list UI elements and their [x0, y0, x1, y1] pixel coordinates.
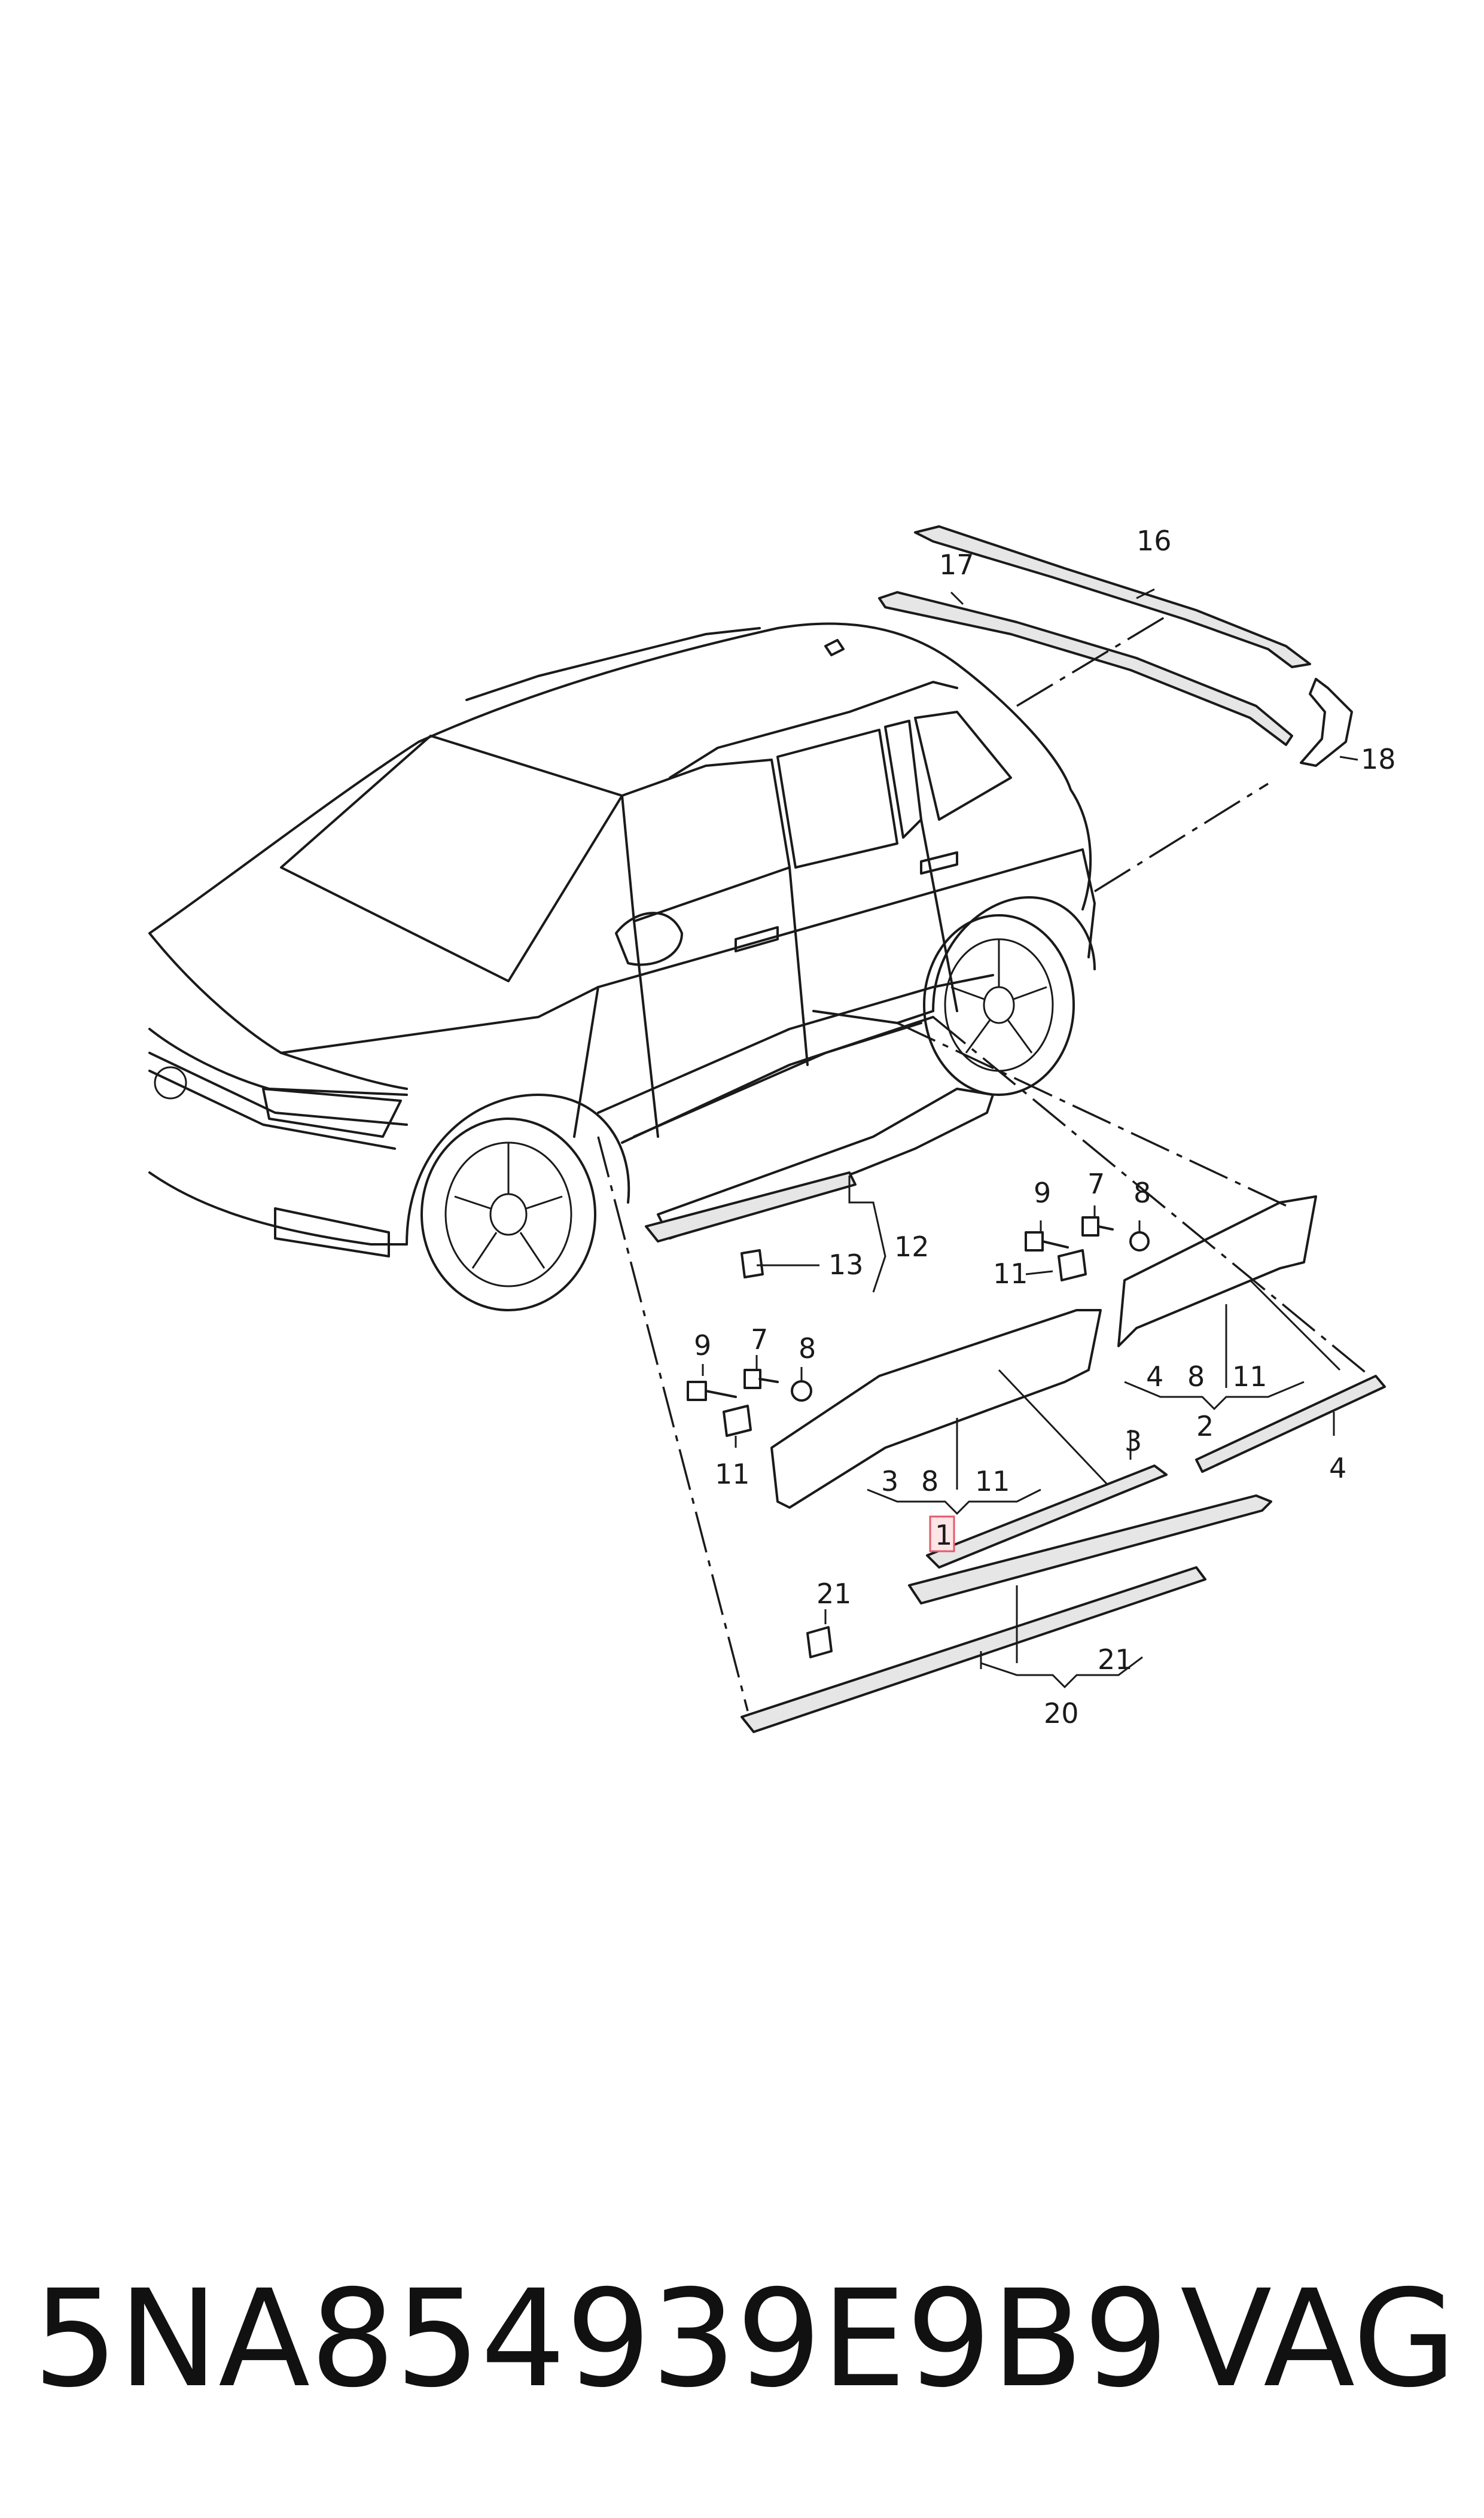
footer: 5NA854939E9B9 VAG: [33, 2261, 1456, 2417]
callout-3-bracket-front[interactable]: 3: [881, 1465, 898, 1497]
clip-11-rear: [1058, 1249, 1087, 1281]
nut-8-front: [791, 1380, 812, 1402]
callout-4-strip[interactable]: 4: [1329, 1452, 1346, 1484]
bolt-7-rear: [1081, 1216, 1114, 1237]
callout-11-bracket-rear[interactable]: 11: [1232, 1360, 1267, 1393]
callout-9-front[interactable]: 9: [694, 1329, 711, 1362]
trim-strip-3: [926, 1464, 1168, 1569]
vehicle-outline: [148, 622, 1096, 1311]
rocker-panel-20: [741, 1566, 1206, 1733]
callout-17[interactable]: 17: [939, 549, 974, 581]
callout-8-bracket-front[interactable]: 8: [921, 1465, 938, 1497]
roof-end-cap-18: [1300, 678, 1353, 767]
callout-1[interactable]: 1: [935, 1519, 952, 1551]
door-moulding-front-1: [770, 1309, 1102, 1509]
callout-3-strip[interactable]: 3: [1125, 1425, 1142, 1457]
callout-11-rear[interactable]: 11: [993, 1258, 1028, 1290]
fasteners: [687, 1216, 1150, 1658]
callout-12[interactable]: 12: [894, 1231, 930, 1263]
roof-trim-parts: [878, 525, 1353, 767]
bolt-7-front: [743, 1369, 779, 1389]
callout-11-front[interactable]: 11: [715, 1458, 750, 1490]
callout-20[interactable]: 20: [1044, 1697, 1079, 1730]
sill-strip: [908, 1494, 1272, 1604]
callout-8-bracket-rear[interactable]: 8: [1187, 1360, 1205, 1393]
leader-lines: [597, 588, 1371, 1712]
callout-labels: 1 2 3 3 4 4 7 7 8 8 8 8 9 9 11 11 11 11 …: [694, 525, 1396, 1730]
callout-8-rear[interactable]: 8: [1133, 1177, 1151, 1209]
callout-21-bracket[interactable]: 21: [1098, 1643, 1133, 1676]
clip-21: [806, 1626, 833, 1658]
callout-18[interactable]: 18: [1361, 743, 1396, 775]
part-number: 5NA854939E9B9: [33, 2261, 1169, 2417]
callout-2[interactable]: 2: [1196, 1410, 1214, 1442]
callout-13[interactable]: 13: [828, 1249, 864, 1281]
screw-9-rear: [1025, 1231, 1069, 1252]
sill-parts: [645, 1088, 1386, 1733]
trim-strip-4: [1195, 1375, 1386, 1473]
callout-16[interactable]: 16: [1136, 525, 1172, 557]
callout-21-clip[interactable]: 21: [816, 1578, 852, 1610]
callout-8-front[interactable]: 8: [799, 1332, 816, 1365]
callout-4-bracket-rear[interactable]: 4: [1146, 1360, 1163, 1393]
clip-13: [741, 1249, 764, 1278]
nut-8-rear: [1129, 1231, 1150, 1252]
selected-part-highlight: [929, 1515, 955, 1552]
brand-label: VAG: [1180, 2261, 1456, 2417]
callout-11-bracket-front[interactable]: 11: [975, 1465, 1010, 1497]
scuff-plate-12: [645, 1171, 857, 1243]
roof-moulding-17: [878, 591, 1293, 746]
callout-9-rear[interactable]: 9: [1034, 1177, 1051, 1209]
clip-11-front: [723, 1405, 752, 1437]
roof-moulding-16: [914, 525, 1311, 668]
screw-9-front: [687, 1381, 737, 1401]
door-moulding-rear-2: [1117, 1195, 1317, 1347]
callout-7-rear[interactable]: 7: [1087, 1168, 1105, 1200]
callout-7-front[interactable]: 7: [751, 1323, 768, 1356]
